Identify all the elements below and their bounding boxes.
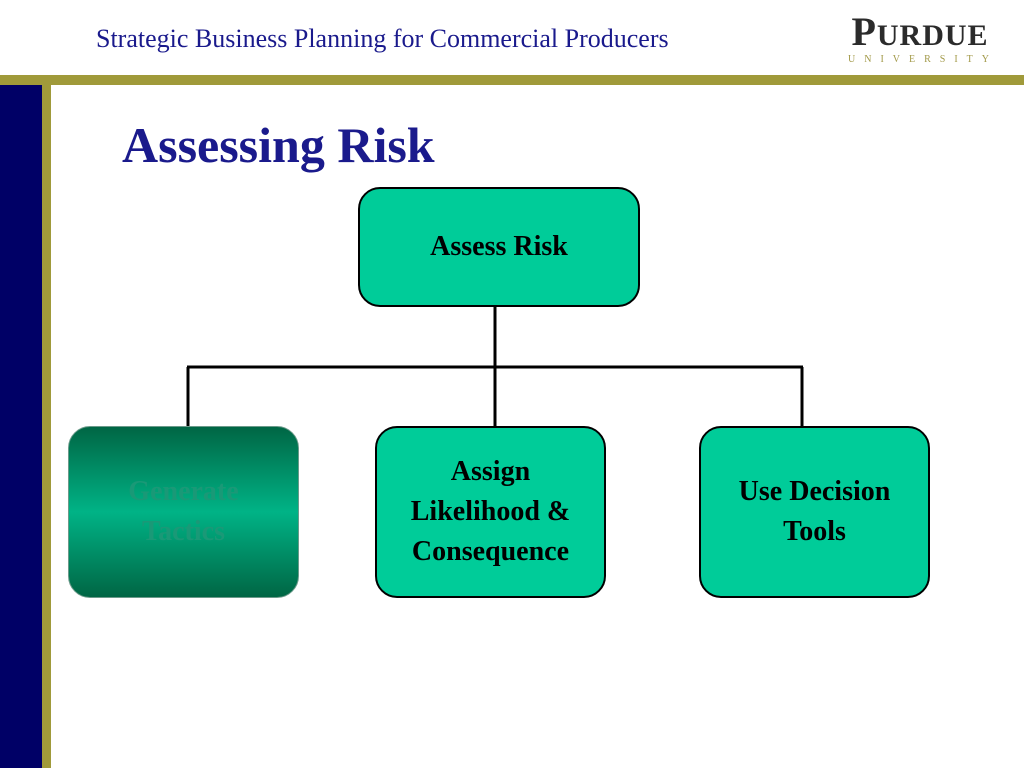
purdue-logo: PURDUE UNIVERSITY (842, 9, 998, 66)
logo-subtitle: UNIVERSITY (848, 54, 998, 65)
node-assess-risk: Assess Risk (358, 187, 640, 307)
node-generate-tactics-label: Generate Tactics (128, 476, 239, 547)
side-bar (0, 85, 42, 768)
header-title: Strategic Business Planning for Commerci… (96, 24, 669, 53)
node-generate-tactics: Generate Tactics (68, 426, 299, 598)
top-divider (0, 75, 1024, 85)
node-assess-risk-label: Assess Risk (430, 231, 568, 262)
node-use-decision-tools-label: Use Decision Tools (738, 476, 891, 547)
node-use-decision-tools: Use Decision Tools (699, 426, 930, 598)
node-assign-likelihood-label: Assign Likelihood & Consequence (410, 456, 571, 567)
slide-title: Assessing Risk (122, 117, 435, 173)
node-assign-likelihood: Assign Likelihood & Consequence (375, 426, 606, 598)
side-divider (42, 85, 51, 768)
logo-wordmark: PURDUE (851, 9, 989, 54)
